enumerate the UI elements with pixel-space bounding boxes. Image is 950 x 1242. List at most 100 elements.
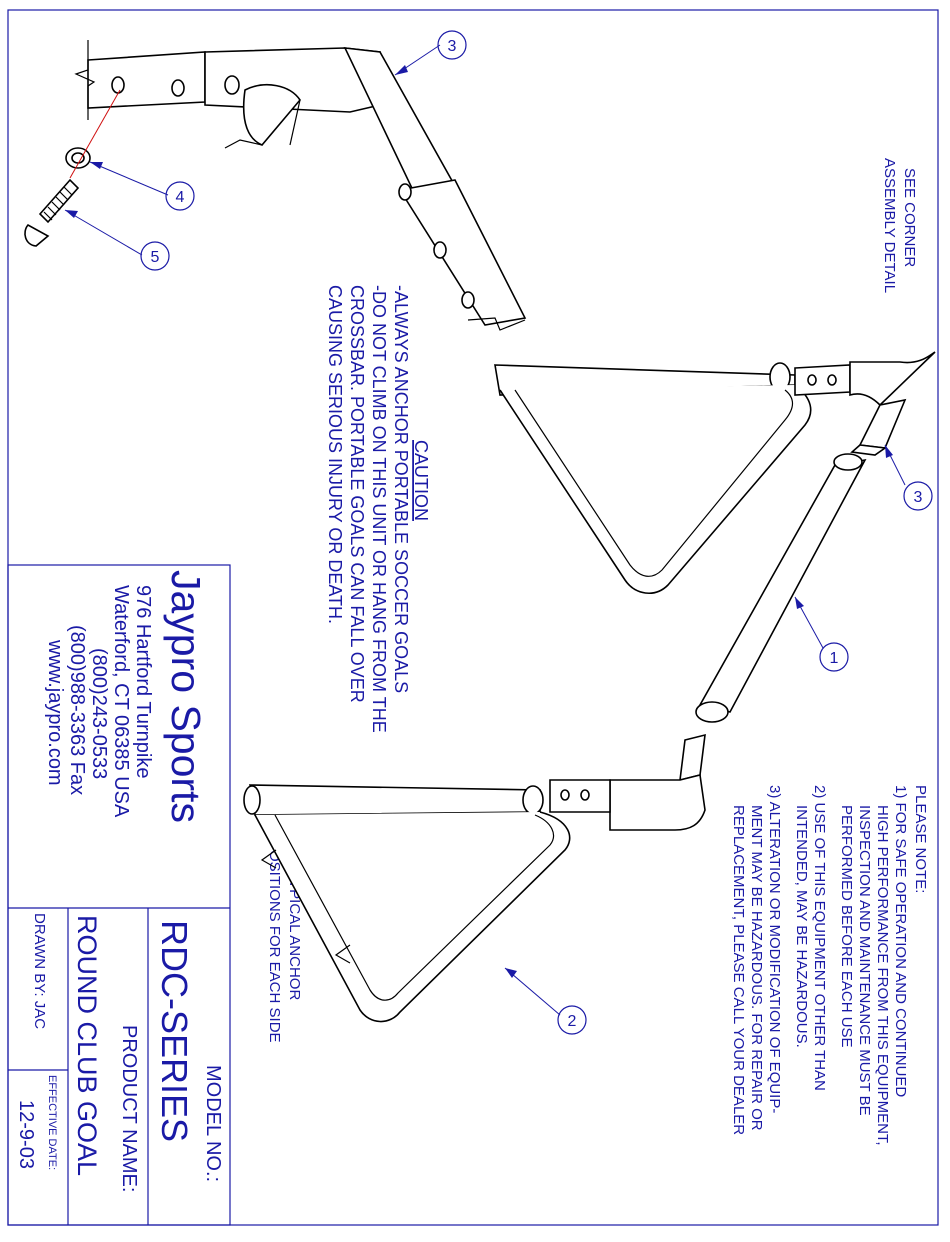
bolt-hole [398, 183, 412, 201]
product-value: ROUND CLUB GOAL [72, 915, 102, 1176]
tube-edge [289, 99, 301, 146]
caution-block: CAUTION -ALWAYS ANCHOR PORTABLE SOCCER G… [325, 285, 431, 733]
callout-bubble [165, 181, 195, 211]
drawn-by: DRAWN BY: JAC [31, 913, 48, 1029]
round-tube-stub [242, 84, 301, 146]
upper-corner-insert [794, 364, 851, 396]
company-address-2: Waterford, CT 06385 USA [110, 585, 132, 818]
tube-end [522, 785, 544, 815]
corner-detail-line-1: SEE CORNER [901, 168, 918, 267]
leader-arrow [395, 65, 408, 75]
corner-detail-line-2: ASSEMBLY DETAIL [881, 158, 898, 293]
bolt-hole [171, 79, 185, 97]
leader-line [504, 967, 561, 1016]
anchor-marker [260, 849, 277, 869]
bolt-hole [560, 789, 570, 801]
notes-line-7: 3) ALTERATION OR MODIFICATION OF EQUIP- [766, 785, 783, 1113]
square-tube-arm [398, 179, 527, 326]
break-line [224, 139, 263, 149]
bolt-hole [807, 374, 817, 386]
anchor-note-line-2: POSITIONS FOR EACH SIDE [266, 840, 283, 1043]
upper-elbow [849, 351, 936, 407]
bolt-hole [111, 76, 125, 94]
bolt-part [24, 178, 80, 247]
callout-3b: 3 [914, 489, 923, 506]
model-value: RDC-SERIES [154, 920, 195, 1142]
callouts: 3 4 5 3 1 2 [64, 30, 933, 1035]
leader-arrow [65, 210, 78, 218]
effective-date-value: 12-9-03 [15, 1100, 37, 1169]
callout-bubble [819, 642, 849, 672]
callout-bubble [437, 30, 467, 60]
notes-line-1: 1) FOR SAFE OPERATION AND CONTINUED [892, 785, 909, 1097]
callout-3a: 3 [448, 38, 457, 55]
break-line [467, 317, 526, 331]
assembly-leader-line [69, 89, 121, 179]
leader-arrow [90, 162, 103, 169]
washer-hole [71, 152, 85, 164]
bolt-hole [224, 75, 240, 95]
anchor-note: TYPICAL ANCHOR POSITIONS FOR EACH SIDE [266, 840, 303, 1043]
callout-4: 4 [176, 189, 185, 206]
callout-5: 5 [151, 249, 160, 266]
notes-heading: PLEASE NOTE: [912, 785, 929, 893]
notes-block: PLEASE NOTE: 1) FOR SAFE OPERATION AND C… [730, 785, 929, 1146]
crossbar-tube-end [695, 701, 729, 723]
caution-line-1: -ALWAYS ANCHOR PORTABLE SOCCER GOALS [391, 285, 411, 693]
lower-elbow [609, 774, 706, 831]
anchor-note-line-1: TYPICAL ANCHOR [286, 870, 303, 1000]
upper-elbow-insert [850, 444, 888, 456]
title-block: Jaypro Sports 976 Hartford Turnpike Wate… [7, 564, 231, 1226]
lower-side-bar [249, 784, 541, 816]
square-tube-stub [87, 51, 206, 109]
crossbar [695, 453, 867, 723]
lower-side-frame-inner [274, 814, 555, 1001]
callout-bubble [903, 481, 933, 511]
leader-line [89, 161, 169, 196]
lower-corner-insert [549, 779, 611, 813]
upper-side-frame-inner [514, 389, 794, 577]
anchor-marker [334, 944, 351, 964]
leader-line [64, 209, 143, 256]
product-label: PRODUCT NAME: [118, 1025, 140, 1192]
bolt-hole [580, 789, 590, 801]
callout-1: 1 [830, 650, 839, 667]
bolt-hole [461, 291, 475, 309]
notes-line-2: HIGH PERFORMANCE FROM THIS EQUIPMENT, [874, 805, 891, 1146]
callout-2: 2 [568, 1013, 577, 1030]
crossbar-tube-end [833, 453, 863, 471]
effective-date-label: EFFECTIVE DATE: [46, 1075, 58, 1170]
callout-bubble [140, 241, 170, 271]
title-block-frame [7, 564, 231, 1226]
lower-side-frame [254, 811, 571, 1023]
caution-line-2: -DO NOT CLIMB ON THIS UNIT OR HANG FROM … [369, 285, 389, 733]
notes-line-3: INSPECTION AND MAINTENANCE MUST BE [856, 805, 873, 1116]
company-address-1: 976 Hartford Turnpike [132, 585, 154, 778]
corner-assembly-detail [24, 40, 527, 331]
company-name: Jaypro Sports [163, 570, 209, 823]
model-label: MODEL NO.: [202, 1065, 224, 1182]
company-fax: (800)988-3363 Fax [66, 625, 88, 795]
notes-line-4: PERFORMED BEFORE EACH USE [838, 805, 855, 1048]
goal-frame-upper [494, 351, 936, 594]
caution-line-4: CAUSING SERIOUS INJURY OR DEATH. [325, 285, 345, 624]
leader-arrow [505, 968, 517, 978]
callout-bubble [557, 1005, 587, 1035]
company-phone: (800)243-0533 [88, 648, 110, 779]
notes-line-9: REPLACEMENT, PLEASE CALL YOUR DEALER [730, 805, 747, 1135]
notes-line-5: 2) USE OF THIS EQUIPMENT OTHER THAN [811, 785, 828, 1091]
notes-line-8: MENT MAY BE HAZARDOUS. FOR REPAIR OR [748, 805, 765, 1131]
leader-arrow [885, 445, 893, 458]
lower-elbow-leg [679, 733, 706, 782]
bolt-hole [433, 241, 447, 259]
upper-side-frame [499, 384, 812, 594]
caution-line-3: CROSSBAR. PORTABLE GOALS CAN FALL OVER [347, 285, 367, 703]
upper-elbow-leg [858, 398, 907, 449]
leader-arrow [795, 597, 804, 609]
notes-line-6: INTENDED, MAY BE HAZARDOUS. [793, 805, 810, 1048]
tube-end [243, 785, 261, 815]
caution-heading: CAUTION [411, 440, 431, 521]
bolt-hole [827, 374, 837, 386]
